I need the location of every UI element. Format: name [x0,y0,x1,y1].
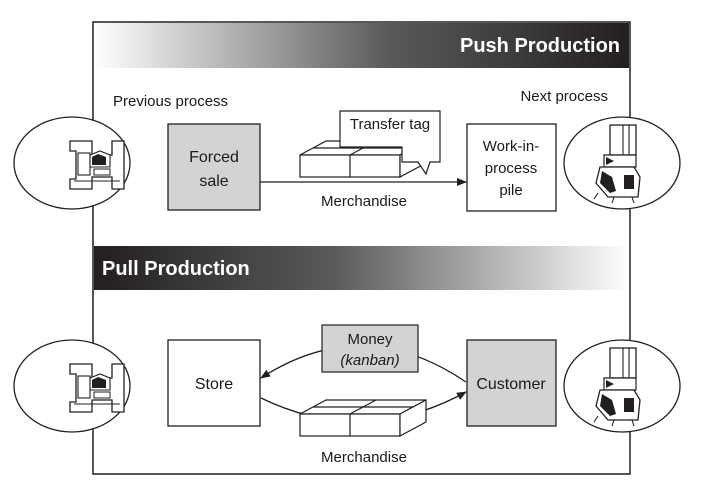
previous-process-machine [13,116,131,210]
forced-sale-box [167,123,261,211]
push-header-band [94,23,629,68]
store-box [167,339,261,427]
money-kanban-box [321,324,419,373]
customer-box [466,339,557,427]
wip-pile-box [466,123,557,212]
forced-sale-label-line2: sale [199,173,228,190]
push-title: Push Production [460,35,620,57]
wip-label-line2: process [485,160,538,177]
pull-merchandise-label: Merchandise [321,449,407,466]
diagram-frame [92,21,631,475]
transfer-tag-label: Transfer tag [350,116,430,133]
store-label: Store [195,376,233,393]
pull-title: Pull Production [102,258,250,280]
kanban-label: (kanban) [340,352,399,369]
customer-label: Customer [476,376,546,393]
store-side-machine [13,339,131,433]
push-merchandise-label: Merchandise [321,193,407,210]
forced-sale-label-line1: Forced [189,149,239,166]
next-process-label: Next process [520,88,608,105]
merchandise-parcel-icon [299,399,427,437]
pull-header-band [94,246,629,290]
money-label: Money [347,331,393,348]
wip-label-line3: pile [499,182,522,199]
transfer-tag-shape [339,110,441,176]
wip-label-line1: Work-in- [483,138,539,155]
previous-process-label: Previous process [113,93,228,110]
